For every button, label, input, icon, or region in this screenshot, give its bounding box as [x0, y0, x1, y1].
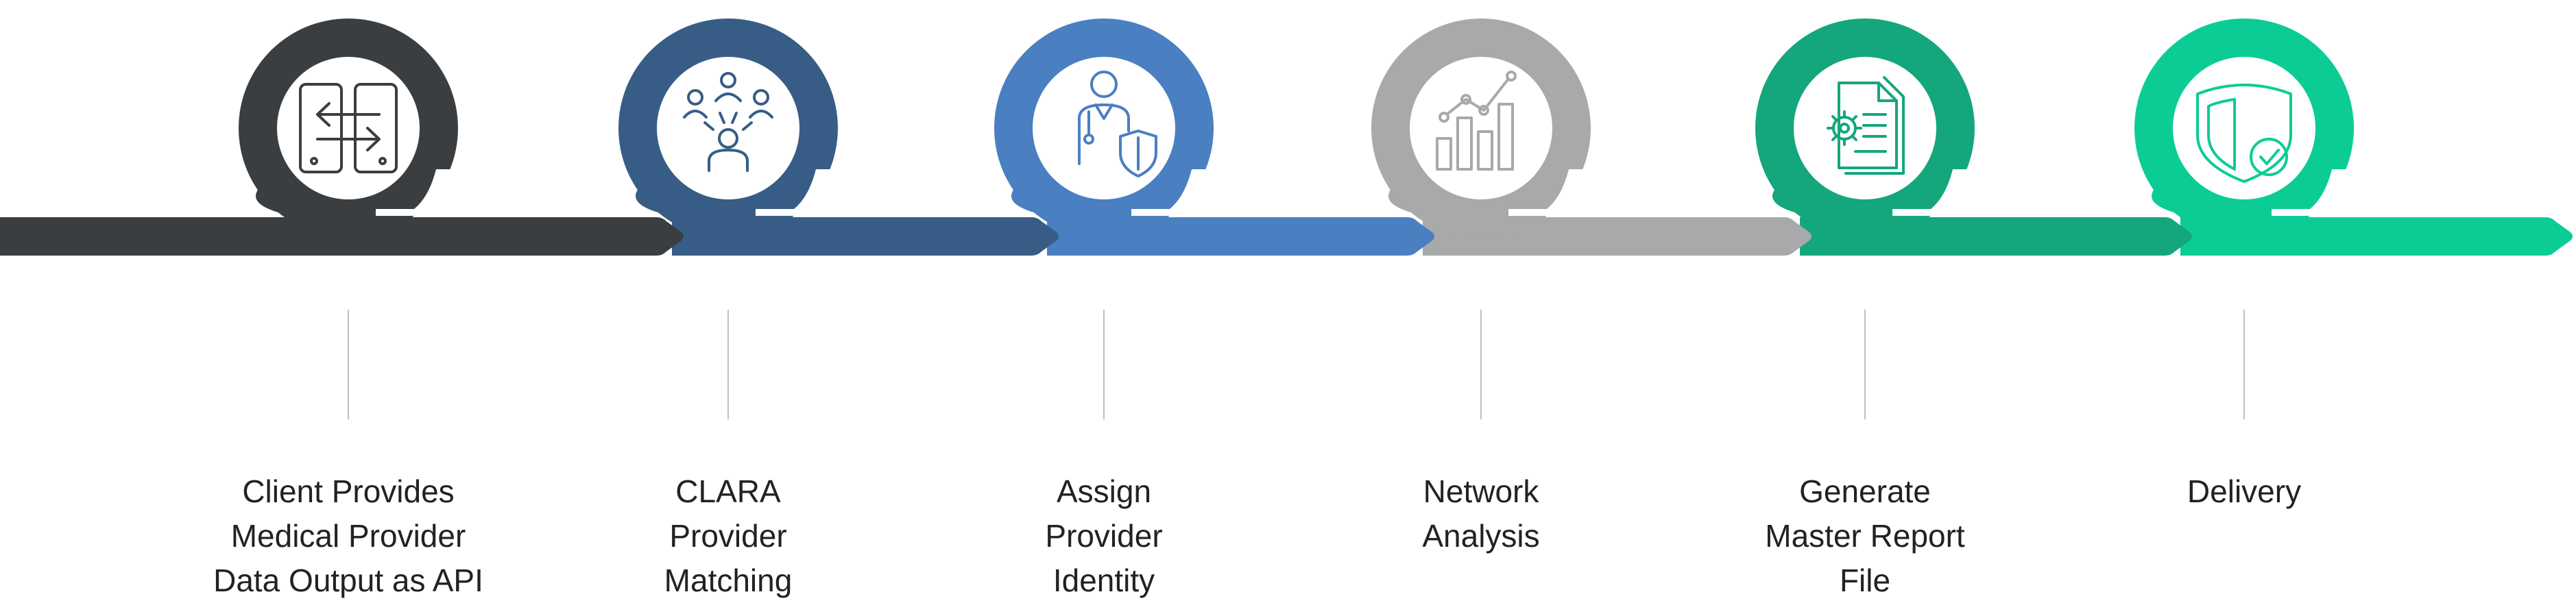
step-rings — [239, 19, 2361, 238]
step-label-line: Identity — [1052, 563, 1155, 598]
step-ring-network-analysis — [1371, 19, 1598, 238]
step-connectors — [348, 310, 2245, 419]
step-label-line: Provider — [1045, 518, 1163, 554]
ring-inner — [1410, 57, 1552, 199]
step-label-line: Analysis — [1422, 518, 1540, 554]
ring-inner — [1033, 57, 1175, 199]
step-label-line: Master Report — [1765, 518, 1965, 554]
bar-chart-trend-icon — [1436, 71, 1517, 171]
ring-inner — [1794, 57, 1936, 199]
step-ring-clara-matching — [618, 19, 845, 238]
step-label-line: Client Provides — [242, 473, 455, 509]
shield-check-icon — [2196, 84, 2292, 183]
step-ring-assign-identity — [994, 19, 1220, 238]
step-ring-generate-report — [1755, 19, 1982, 238]
data-exchange-icon — [299, 83, 398, 173]
step-label-line: Matching — [664, 563, 793, 598]
step-label-delivery: Delivery — [2093, 469, 2395, 514]
step-label-line: Delivery — [2187, 473, 2302, 509]
ring-inner — [277, 57, 420, 199]
step-label-line: Data Output as API — [213, 563, 483, 598]
step-ring-client-provides — [239, 19, 465, 238]
step-label-line: CLARA — [675, 473, 781, 509]
ring-inner — [2173, 57, 2315, 199]
step-label-line: File — [1839, 563, 1891, 598]
doctor-shield-icon — [1078, 71, 1157, 177]
step-label-line: Provider — [669, 518, 787, 554]
people-network-icon — [683, 72, 773, 172]
step-ring-delivery — [2134, 19, 2361, 238]
step-label-line: Generate — [1799, 473, 1931, 509]
step-label-line: Medical Provider — [230, 518, 466, 554]
report-gear-icon — [1827, 76, 1905, 175]
step-label-line: Network — [1423, 473, 1539, 509]
step-label-line: Assign — [1056, 473, 1152, 509]
